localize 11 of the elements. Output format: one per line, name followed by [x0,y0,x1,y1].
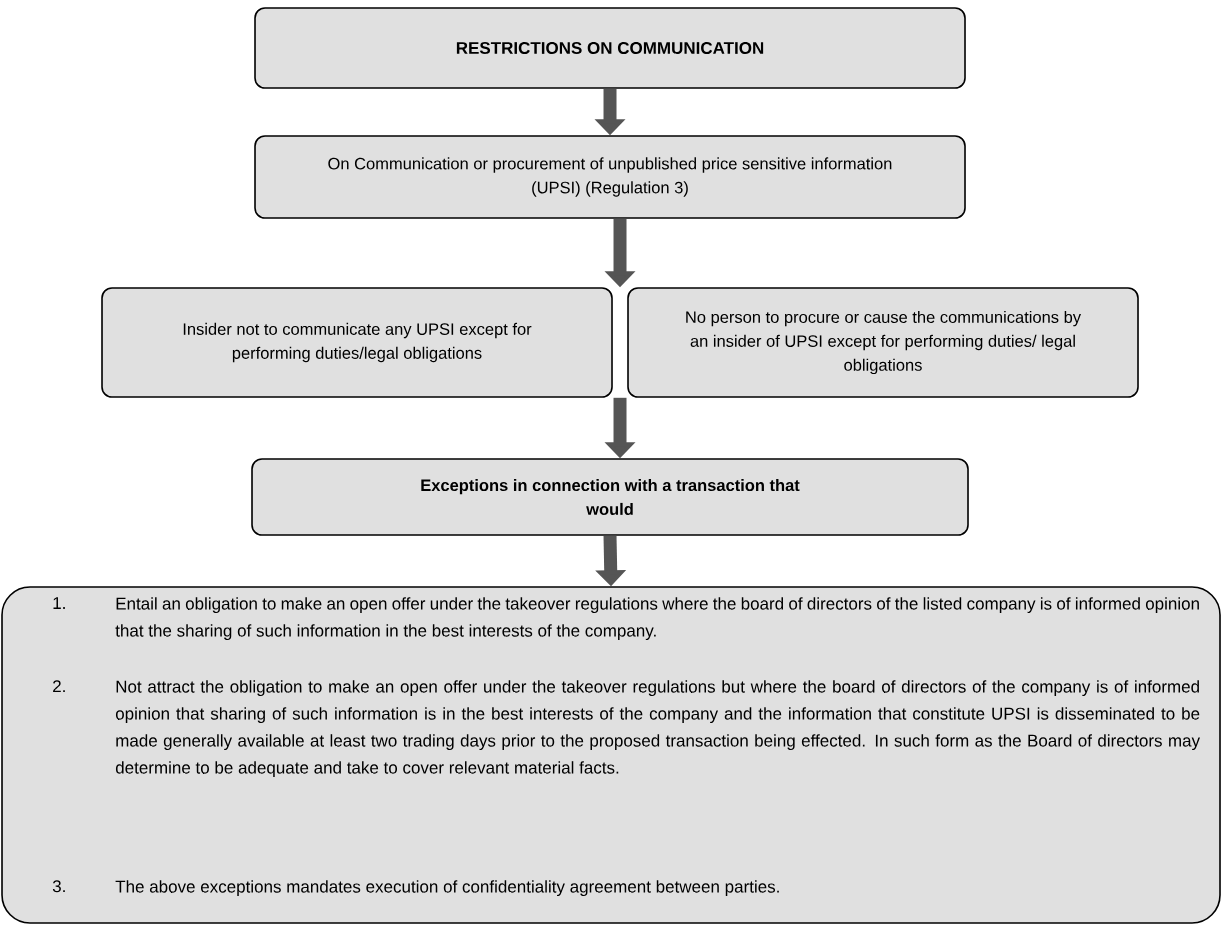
process-box: On Communication or procurement of unpublished price sensitive information (UPSI) (Regulation 3) [254,135,966,219]
list-number: 2. [53,680,65,693]
list-number: 3. [52,880,65,893]
list-item: Not attract the obligation to make an open offer under the takeover regulations but where the board of directors of the company is of informed opinion that sharing of such information is in the best interests of the company and the information that constitute UPSI is disseminated to be made generally available at least two trading days prior to the proposed transaction being effected. In such form as the Board of directors may determine to be adequate and take to cover relevant material facts. [115,680,1200,778]
process-box: Insider not to communicate any UPSI except for performing duties/legal obligations [101,287,613,398]
list-item: The above exceptions mandates execution of confidentiality agreement between parties. [115,880,779,897]
process-box: RESTRICTIONS ON COMMUNICATION [254,7,966,89]
list-number: 1. [53,597,65,609]
process-box: No person to procure or cause the communications by an insider of UPSI except for performing duties/ legal obligations [627,287,1139,398]
process-box: Exceptions in connection with a transaction that would [251,458,969,536]
list-item: Entail an obligation to make an open offer under the takeover regulations where the board of directors of the listed company is of informed opinion that the sharing of such information in the best interests of the company. [115,597,1199,641]
